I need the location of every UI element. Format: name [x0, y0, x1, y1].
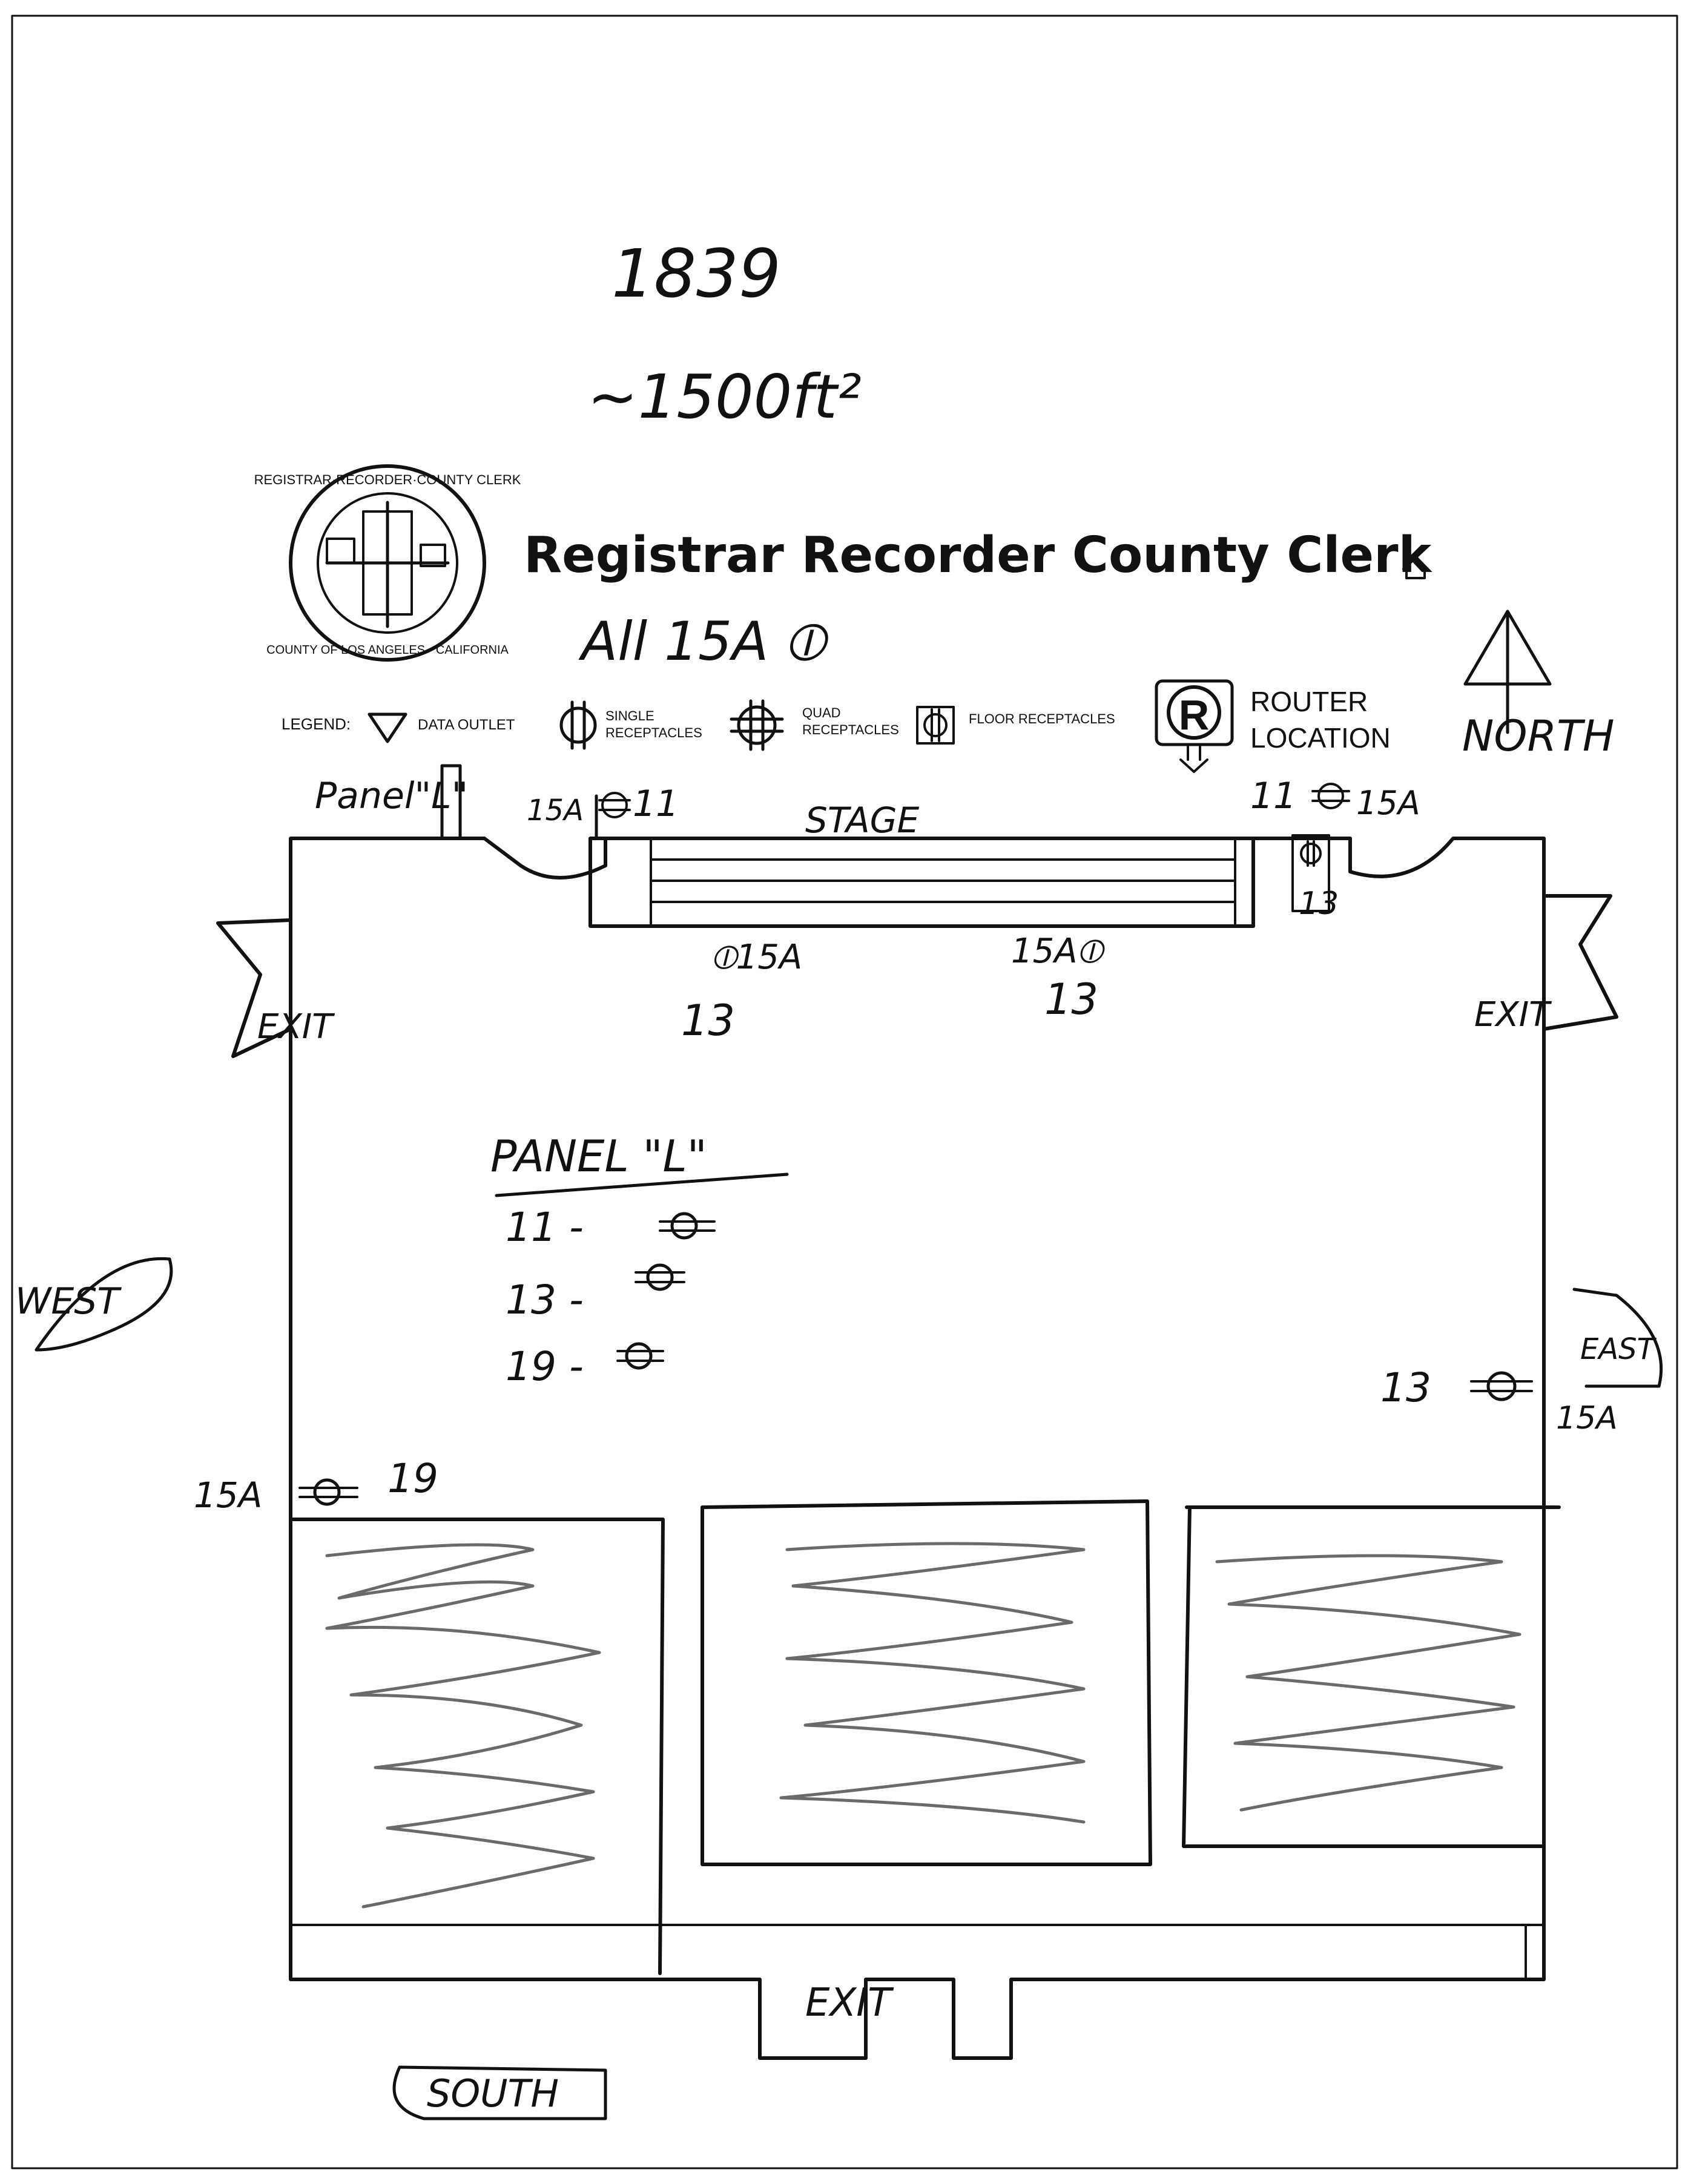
router-label-line1: ROUTER: [1250, 686, 1368, 717]
west-outlet-amps: 15A: [194, 1475, 262, 1516]
page-border: [11, 15, 1678, 2169]
router-location-icon: [1155, 679, 1234, 773]
room-outline: [216, 837, 1618, 2060]
west-bubble: [35, 1257, 173, 1352]
quad-receptacle-icon: [730, 699, 784, 751]
panel-top-label: Panel"L": [315, 775, 468, 817]
floor-receptacle-icon: [916, 706, 955, 745]
legend-item-data-outlet: DATA OUTLET: [418, 717, 515, 733]
all-amps-note: All 15A ⦶: [578, 610, 829, 673]
seating-section-center: [701, 1499, 1152, 1866]
west-outlet-quad-receptacle-icon: [298, 1478, 358, 1506]
east-bubble: [1572, 1288, 1663, 1388]
panel-row-19-quad-receptacle-icon: [616, 1342, 664, 1370]
east-label: EAST: [1580, 1332, 1657, 1366]
exit-west-label: EXIT: [257, 1007, 335, 1047]
stage-left-quad-receptacle-icon: [598, 792, 631, 818]
west-outlet-circuit: 19: [387, 1455, 438, 1502]
panel-table-title: PANEL "L": [490, 1131, 707, 1182]
stage-side-single-receptacle-icon: [1300, 840, 1322, 867]
under-stage-left-receptacle: ⦶15A: [711, 938, 802, 977]
panel-table-underline: [495, 1173, 789, 1197]
panel-table-row-19: 19 -: [506, 1343, 584, 1390]
area-note: ~1500ft²: [587, 361, 862, 432]
stage-label: STAGE: [805, 800, 920, 841]
room-number-note: 1839: [612, 235, 781, 312]
east-outlet-circuit: 13: [1380, 1364, 1431, 1411]
legend-item-single-line1: SINGLE: [605, 708, 654, 723]
router-label-line2: LOCATION: [1250, 722, 1391, 754]
east-outlet-amps: 15A: [1556, 1400, 1618, 1436]
panel-row-13-quad-receptacle-icon: [635, 1263, 685, 1291]
north-arrow-icon: [1463, 610, 1552, 734]
stage-side-circuit: 13: [1299, 886, 1339, 922]
south-label: SOUTH: [427, 2071, 559, 2116]
north-label: NORTH: [1462, 711, 1615, 761]
stage-left-amps: 15A: [527, 794, 584, 827]
seating-section-east: [1182, 1505, 1561, 1848]
legend-item-single-line2: RECEPTACLES: [605, 725, 702, 740]
home-icon: [1402, 557, 1429, 579]
seal-bottom-text: COUNTY OF LOS ANGELES · CALIFORNIA: [266, 643, 509, 657]
panel-row-11-quad-receptacle-icon: [659, 1212, 716, 1240]
seating-section-west: [289, 1518, 665, 1975]
page-title: Registrar Recorder County Clerk: [524, 527, 1433, 584]
legend-item-quad-line1: QUAD: [802, 705, 841, 720]
under-stage-right-receptacle: 15A⦶: [1011, 932, 1106, 971]
county-seal-logo: REGISTRAR·RECORDER·COUNTY CLERK COUNTY O…: [254, 464, 521, 662]
stage-right-amps: 15A: [1356, 784, 1420, 822]
south-bubble: [392, 2065, 607, 2120]
panel-table-row-11: 11 -: [506, 1204, 584, 1251]
under-stage-left-circuit: 13: [681, 996, 735, 1045]
panel-l-box: [440, 764, 462, 840]
legend-item-floor: FLOOR RECEPTACLES: [969, 711, 1115, 726]
seal-top-text: REGISTRAR·RECORDER·COUNTY CLERK: [254, 472, 521, 487]
legend-item-quad-line2: RECEPTACLES: [802, 722, 899, 737]
data-outlet-icon: [368, 712, 407, 743]
exit-east-label: EXIT: [1474, 995, 1552, 1034]
panel-table-row-13: 13 -: [506, 1277, 584, 1323]
west-label: WEST: [15, 1280, 122, 1323]
legend-label: LEGEND:: [282, 715, 351, 733]
single-receptacle-icon: [559, 700, 597, 750]
stage-left-circuit: 11: [633, 783, 679, 825]
exit-south-label: EXIT: [805, 1981, 894, 2025]
east-outlet-quad-receptacle-icon: [1470, 1371, 1533, 1401]
under-stage-right-circuit: 13: [1044, 975, 1098, 1024]
stage: [588, 794, 1330, 928]
stage-right-circuit: 11: [1250, 775, 1296, 817]
router-letter: R: [1179, 691, 1210, 738]
stage-right-quad-receptacle-icon: [1311, 783, 1350, 809]
legend: LEGEND: DATA OUTLET SINGLE RECEPTACLES Q…: [282, 679, 1391, 773]
